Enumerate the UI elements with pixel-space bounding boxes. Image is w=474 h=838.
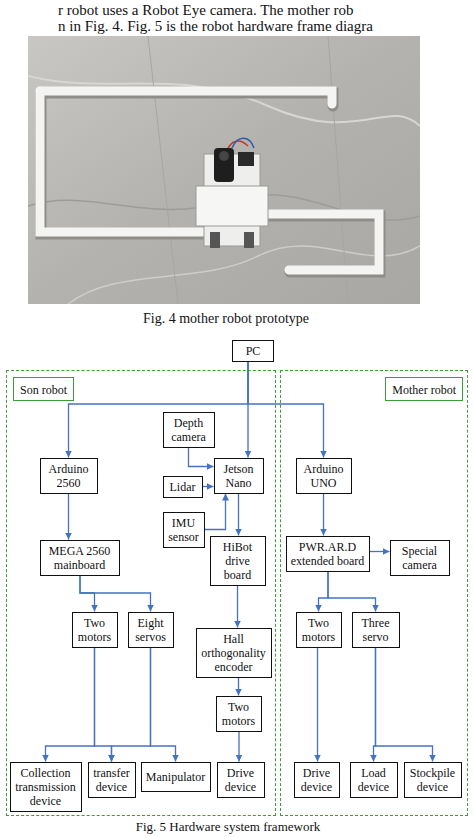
robot-region: Son robotDepth cameraArduino 2560Lidar Je… [6, 370, 276, 816]
connector-arrow [151, 648, 176, 762]
connector-arrow [112, 648, 151, 762]
pipe-frame-shadow [41, 93, 380, 272]
box-text: Hall orthogonality encoder [200, 632, 268, 674]
robot-wheel [210, 232, 220, 248]
robot-region: Mother robotArduino UNO PWR.AR.D extended… [280, 370, 468, 816]
component-box: PWR.AR.D extended board [286, 536, 370, 572]
box-text: Arduino UNO [300, 462, 348, 490]
component-box: Lidar [163, 476, 203, 498]
component-box: Three servo [352, 612, 400, 648]
component-box: IMU sensor [163, 512, 205, 548]
box-text: Load device [354, 766, 394, 794]
box-text: Three servo [356, 616, 396, 644]
box-text: transfer device [92, 766, 132, 794]
component-box: Depth camera [163, 412, 215, 448]
component-box: Jetson Nano [214, 458, 264, 494]
box-text: Stockpile device [408, 766, 458, 794]
connector-arrow [238, 678, 239, 696]
component-box: Two motors [296, 612, 342, 648]
connector-arrow [323, 494, 324, 536]
connector-arrow [328, 572, 376, 612]
box-text: IMU sensor [167, 516, 201, 544]
box-text: Manipulator [146, 770, 205, 784]
box-text: Two motors [220, 700, 258, 728]
box-text: PWR.AR.D extended board [290, 540, 366, 568]
marble-vein [28, 76, 420, 126]
box-text: Arduino 2560 [44, 462, 94, 490]
connector-arrow [95, 648, 112, 762]
component-box: PC [232, 340, 274, 362]
connector-arrow [80, 576, 151, 612]
region-title: Mother robot [392, 383, 456, 397]
box-text: Jetson Nano [218, 462, 260, 490]
box-text: Two motors [76, 616, 114, 644]
region-title: Son robot [20, 383, 67, 397]
connector-arrow [189, 448, 214, 467]
component-box: MEGA 2560 mainboard [40, 540, 120, 576]
component-box: transfer device [88, 762, 136, 798]
component-box: Arduino 2560 [40, 458, 98, 494]
tile-joint [148, 36, 178, 304]
component-box: Two motors [216, 696, 262, 732]
connector-arrow [317, 648, 318, 762]
component-box: Manipulator [141, 762, 211, 792]
connector-arrow [376, 648, 433, 762]
connector-arrow [46, 648, 95, 762]
box-text: Depth camera [167, 416, 211, 444]
robot-servo [238, 152, 254, 166]
connector-arrow [238, 732, 239, 762]
robot-platform [196, 186, 268, 226]
connector-arrow [68, 494, 69, 540]
box-text: Eight servos [132, 616, 170, 644]
component-box: Hall orthogonality encoder [196, 628, 272, 678]
connector-arrow [205, 494, 226, 530]
component-box: Drive device [217, 762, 265, 798]
box-text: Lidar [170, 480, 196, 494]
figure-caption: Fig. 5 Hardware system framework [136, 819, 320, 835]
connector-arrow [203, 486, 214, 487]
robot-wheel [244, 232, 254, 248]
box-text: PC [246, 344, 261, 358]
connector-arrow [238, 494, 239, 536]
component-box: Load device [350, 762, 398, 798]
component-box: Two motors [72, 612, 118, 648]
box-text: Collection transmission device [14, 766, 78, 808]
region-label-box: Mother robot [385, 377, 463, 401]
connector-arrow [69, 362, 249, 458]
component-box: Drive device [294, 762, 340, 798]
region-label-box: Son robot [13, 377, 74, 401]
box-text: Drive device [298, 766, 336, 794]
camera-lens [219, 151, 229, 161]
figure-caption: Fig. 4 mother robot prototype [143, 311, 309, 327]
tile-joint [328, 36, 348, 304]
connector-arrow [370, 551, 390, 552]
robot-photo [28, 36, 420, 304]
component-box: Stockpile device [404, 762, 462, 798]
body-text-line: n in Fig. 4. Fig. 5 is the robot hardwar… [58, 18, 373, 35]
box-text: Drive device [221, 766, 261, 794]
component-box: Arduino UNO [296, 458, 352, 494]
box-text: MEGA 2560 mainboard [44, 544, 116, 572]
body-text-line: r robot uses a Robot Eye camera. The mot… [58, 2, 353, 19]
marble-floor [28, 36, 420, 304]
component-box: HiBot drive board [210, 536, 266, 586]
box-text: Special camera [394, 544, 446, 572]
connector-arrow [248, 362, 324, 458]
robot-wire [228, 141, 248, 148]
connector-arrow [237, 586, 238, 628]
box-text: Two motors [300, 616, 338, 644]
component-box: Collection transmission device [10, 762, 82, 812]
component-box: Special camera [390, 540, 450, 576]
connector-arrow [319, 572, 329, 612]
robot-camera [214, 148, 234, 182]
box-text: HiBot drive board [214, 540, 262, 582]
robot-wire [232, 138, 254, 148]
component-box: Eight servos [128, 612, 174, 648]
pipe-frame [40, 91, 379, 270]
